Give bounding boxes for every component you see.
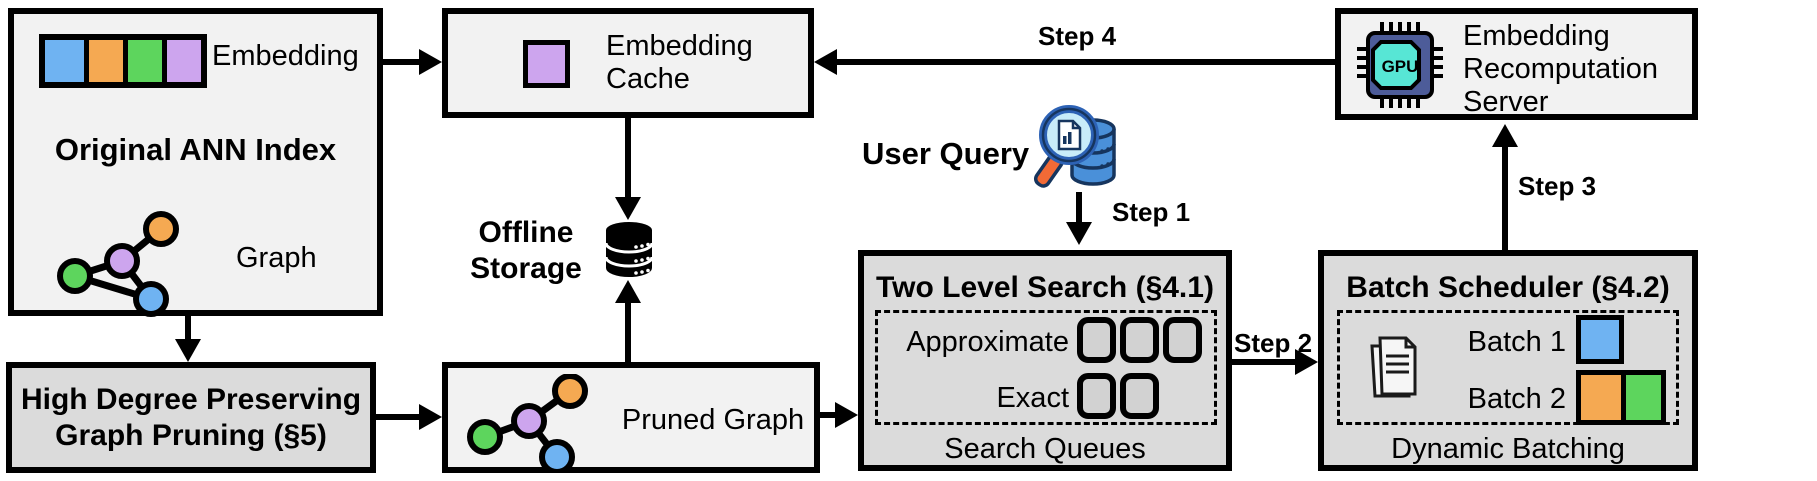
recomputation-server-box: GPU Embedding Recomputation Server [1335,8,1698,120]
search-queues-group [875,310,1217,425]
original-ann-index-box: Embedding Original ANN Index Graph [8,8,383,317]
embedding-cell-green [123,40,162,82]
embedding-label: Embedding [212,40,359,72]
offline-storage-label: Offline Storage [470,216,582,285]
two-level-search-title: Two Level Search (§4.1) [876,271,1214,304]
embedding-cache-box: Embedding Cache [442,8,814,118]
step2-label: Step 2 [1234,328,1313,358]
batch-scheduler-box: Batch Scheduler (§4.2) Batch 1 Batch 2 D… [1318,250,1698,471]
batch1-label: Batch 1 [1467,326,1566,358]
dynamic-batching-group [1337,310,1679,425]
step3-label: Step 3 [1518,171,1597,201]
dynamic-batching-label: Dynamic Batching [1391,433,1625,465]
pruned-graph-icon [467,374,588,469]
embedding-vector-icon [39,34,207,88]
batch2-embedding-orange [1581,375,1621,420]
step4-label: Step 4 [1038,21,1117,51]
graph-label: Graph [236,242,317,274]
exact-label: Exact [996,382,1069,414]
gpu-chip-icon: GPU [1357,22,1443,108]
graph-pruning-title-line2: Graph Pruning (§5) [55,418,327,452]
graph-pruning-box: High Degree Preserving Graph Pruning (§5… [6,362,376,473]
gpu-text: GPU [1382,57,1419,76]
queue-slot [1120,317,1159,363]
queue-slot [1163,317,1202,363]
original-graph-icon [57,211,179,317]
step1-label: Step 1 [1112,197,1191,227]
embedding-cell-purple [162,40,201,82]
pruned-graph-label: Pruned Graph [621,404,805,436]
queue-slot [1077,373,1116,419]
pruned-graph-box: Pruned Graph [442,362,820,473]
search-queues-label: Search Queues [944,433,1146,465]
embedding-cell-orange [84,40,123,82]
user-query-label: User Query [862,136,1030,171]
cached-embedding-icon [523,40,570,88]
batch1-embedding-blue [1576,315,1624,364]
exact-queues [1077,373,1159,419]
original-ann-index-title: Original ANN Index [54,132,337,167]
embedding-cell-blue [45,40,84,82]
offline-storage-database-icon [604,222,654,277]
embedding-cache-label: Embedding Cache [606,30,753,95]
approximate-queues [1077,317,1202,363]
batch2-embedding-green [1621,375,1661,420]
batch2-label: Batch 2 [1467,383,1566,415]
approximate-label: Approximate [906,326,1069,358]
user-query-icon [1033,105,1116,188]
batch-scheduler-title: Batch Scheduler (§4.2) [1346,271,1670,304]
graph-pruning-title-line1: High Degree Preserving [20,382,362,416]
two-level-search-box: Two Level Search (§4.1) Approximate Exac… [858,250,1232,471]
recomputation-server-label: Embedding Recomputation Server [1463,20,1659,118]
documents-icon [1370,336,1417,398]
queue-slot [1120,373,1159,419]
queue-slot [1077,317,1116,363]
batch2-embeddings [1576,370,1666,425]
